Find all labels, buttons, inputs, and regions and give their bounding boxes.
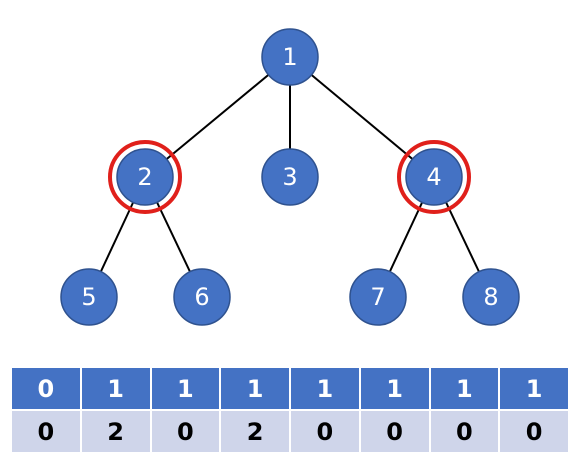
tree-node-3: 3: [261, 148, 319, 206]
node-label: 1: [282, 43, 297, 71]
node-label: 5: [81, 283, 96, 311]
tree-node-8: 8: [462, 268, 520, 326]
node-circle: [405, 148, 463, 206]
highlight-ring-node-4: [397, 140, 471, 214]
array-top-row: 0 1 1 1 1 1 1 1: [10, 366, 570, 411]
node-label: 4: [426, 163, 441, 191]
array-bottom-cell: 0: [149, 409, 222, 454]
highlight-rings: [108, 140, 471, 214]
tree-diagram: 1 2 3 4 5 6 7 8: [60, 28, 520, 326]
node-circle: [116, 148, 174, 206]
array-top-cell: 1: [358, 366, 431, 411]
node-circle: [60, 268, 118, 326]
node-label: 7: [370, 283, 385, 311]
tree-node-1: 1: [261, 28, 319, 86]
array-bottom-cell: 0: [358, 409, 431, 454]
array-table: 0 1 1 1 1 1 1 1 0 2 0 2 0 0 0 0: [10, 366, 570, 454]
tree-node-4: 4: [405, 148, 463, 206]
array-bottom-row: 0 2 0 2 0 0 0 0: [10, 409, 570, 454]
node-circle: [462, 268, 520, 326]
tree-edge-1-4: [289, 56, 435, 178]
array-top-cell: 1: [79, 366, 152, 411]
array-bottom-cell: 2: [219, 409, 291, 454]
array-top-cell: 1: [149, 366, 222, 411]
tree-node-7: 7: [349, 268, 407, 326]
array-bottom-cell: 0: [10, 409, 82, 454]
array-bottom-cell: 0: [289, 409, 361, 454]
tree-nodes: 1 2 3 4 5 6 7 8: [60, 28, 520, 326]
array-top-cell: 0: [10, 366, 82, 411]
tree-edge-1-2: [144, 56, 291, 178]
array-top-cell: 1: [289, 366, 361, 411]
array-bottom-cell: 0: [428, 409, 501, 454]
array-top-cell: 1: [219, 366, 291, 411]
tree-node-2: 2: [116, 148, 174, 206]
node-label: 2: [137, 163, 152, 191]
node-label: 6: [194, 283, 209, 311]
node-circle: [261, 148, 319, 206]
highlight-ring-node-2: [108, 140, 182, 214]
array-top-cell: 1: [428, 366, 501, 411]
node-circle: [261, 28, 319, 86]
node-circle: [173, 268, 231, 326]
node-label: 8: [483, 283, 498, 311]
array-bottom-cell: 0: [498, 409, 570, 454]
node-label: 3: [282, 163, 297, 191]
tree-node-5: 5: [60, 268, 118, 326]
array-top-cell: 1: [498, 366, 570, 411]
node-circle: [349, 268, 407, 326]
tree-node-6: 6: [173, 268, 231, 326]
array-bottom-cell: 2: [79, 409, 152, 454]
